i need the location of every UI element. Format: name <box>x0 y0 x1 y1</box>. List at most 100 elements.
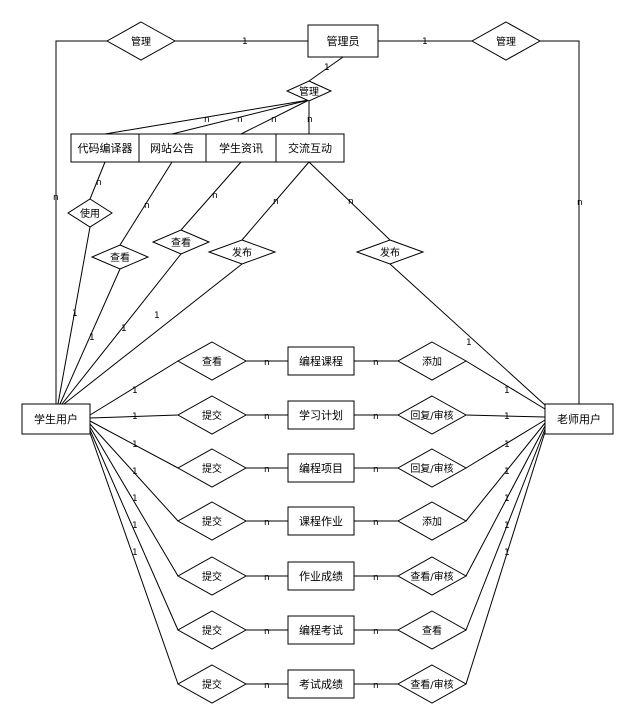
line-reply-project-teacher <box>465 419 546 469</box>
svg-text:发布: 发布 <box>232 246 252 259</box>
line-student-submit-project <box>89 420 179 469</box>
line-exchange-publish-student <box>241 161 310 241</box>
card-many: n <box>373 358 379 368</box>
svg-text:回复/审核: 回复/审核 <box>410 409 453 422</box>
svg-text:管理: 管理 <box>131 35 151 48</box>
card-many: n <box>373 465 379 475</box>
card-many: n <box>144 201 150 211</box>
card-one: 1 <box>132 521 138 531</box>
card-many: n <box>264 465 270 475</box>
card-one: 1 <box>121 324 127 334</box>
entity-exam-score-label: 考试成绩 <box>299 678 343 691</box>
entity-admin: 管理员 <box>307 24 379 58</box>
card-many: n <box>271 115 277 125</box>
entity-homework: 课程作业 <box>287 506 355 536</box>
entity-exam-label: 编程考试 <box>299 623 343 637</box>
card-many: n <box>264 518 270 528</box>
entity-homework-label: 课程作业 <box>299 515 343 528</box>
relation-submit-project: 提交 <box>176 448 248 488</box>
line-manage-site-notice <box>171 99 310 135</box>
svg-text:添加: 添加 <box>422 515 442 528</box>
entity-teacher-user: 老师用户 <box>544 403 614 435</box>
svg-text:提交: 提交 <box>202 515 222 528</box>
svg-text:管理: 管理 <box>496 35 516 48</box>
svg-text:提交: 提交 <box>202 624 222 637</box>
line-use-student <box>57 226 91 405</box>
line-student-news-view <box>180 161 242 231</box>
card-many: n <box>264 573 270 583</box>
relation-review-exam-score: 查看/审核 <box>396 664 468 704</box>
line-manage-code-editor <box>104 99 310 135</box>
card-many: n <box>348 197 354 207</box>
svg-text:添加: 添加 <box>422 355 442 368</box>
line-manage-left-student <box>55 40 107 405</box>
card-many: n <box>237 115 243 125</box>
card-many: n <box>373 573 379 583</box>
card-many: n <box>373 518 379 528</box>
relation-submit-hw-score: 提交 <box>176 556 248 596</box>
entity-project: 编程项目 <box>287 453 355 483</box>
entity-exchange-label: 交流互动 <box>288 141 332 155</box>
entity-course-label: 编程课程 <box>299 354 343 368</box>
relation-submit-homework: 提交 <box>176 501 248 541</box>
line-admin-manage-center <box>308 56 344 82</box>
card-one: 1 <box>89 333 95 343</box>
svg-text:提交: 提交 <box>202 570 222 583</box>
entity-exchange: 交流互动 <box>275 133 345 163</box>
line-code-editor-use <box>89 161 106 200</box>
card-many: n <box>264 412 270 422</box>
relation-publish-teacher: 发布 <box>355 239 425 265</box>
card-one: 1 <box>324 63 330 73</box>
card-one: 1 <box>154 311 160 321</box>
line-student-submit-exam <box>89 429 179 631</box>
relation-manage-center: 管理 <box>285 80 333 102</box>
card-many: n <box>264 627 270 637</box>
relation-manage-right: 管理 <box>470 21 542 61</box>
card-one: 1 <box>504 386 510 396</box>
card-one: 1 <box>466 338 472 348</box>
entity-student-news: 学生资讯 <box>205 133 277 163</box>
connector-lines <box>55 40 580 685</box>
line-reply-plan-teacher <box>465 414 546 418</box>
entity-hw-score: 作业成绩 <box>287 561 355 591</box>
line-exchange-publish-teacher <box>308 161 391 241</box>
line-publish-teacher <box>389 263 546 406</box>
card-many: n <box>373 627 379 637</box>
card-many: n <box>212 191 218 201</box>
card-one: 1 <box>242 37 248 47</box>
svg-text:使用: 使用 <box>80 207 100 220</box>
line-site-notice-view <box>119 161 173 246</box>
entity-site-notice: 网站公告 <box>138 133 207 163</box>
line-student-submit-homework <box>89 423 179 522</box>
entity-student-user-label: 学生用户 <box>34 412 78 426</box>
svg-text:查看: 查看 <box>202 355 222 368</box>
card-many: n <box>53 193 59 203</box>
line-student-view-course <box>89 360 179 416</box>
svg-text:查看: 查看 <box>171 236 191 249</box>
line-student-submit-hw-score <box>89 426 179 577</box>
entity-student-user: 学生用户 <box>21 403 91 435</box>
entity-code-editor-label: 代码编译器 <box>78 141 133 155</box>
relation-add-course: 添加 <box>396 341 468 381</box>
line-review-hw-score-teacher <box>465 425 546 577</box>
line-view-news-student <box>61 253 182 405</box>
line-add-homework-teacher <box>465 422 546 522</box>
entity-study-plan-label: 学习计划 <box>299 408 343 422</box>
svg-text:回复/审核: 回复/审核 <box>410 462 453 475</box>
relation-manage-left: 管理 <box>105 21 177 61</box>
card-many: n <box>577 198 583 208</box>
entity-site-notice-label: 网站公告 <box>150 141 194 155</box>
svg-text:发布: 发布 <box>380 246 400 259</box>
card-one: 1 <box>132 548 138 558</box>
card-one: 1 <box>132 386 138 396</box>
svg-text:查看: 查看 <box>422 624 442 637</box>
svg-text:查看: 查看 <box>110 251 130 264</box>
card-many: n <box>204 115 210 125</box>
entity-hw-score-label: 作业成绩 <box>299 570 343 583</box>
relation-reply-plan: 回复/审核 <box>396 395 468 435</box>
card-one: 1 <box>72 309 78 319</box>
card-one: 1 <box>504 440 510 450</box>
line-publish-student <box>63 263 243 405</box>
relation-view-course: 查看 <box>176 341 248 381</box>
